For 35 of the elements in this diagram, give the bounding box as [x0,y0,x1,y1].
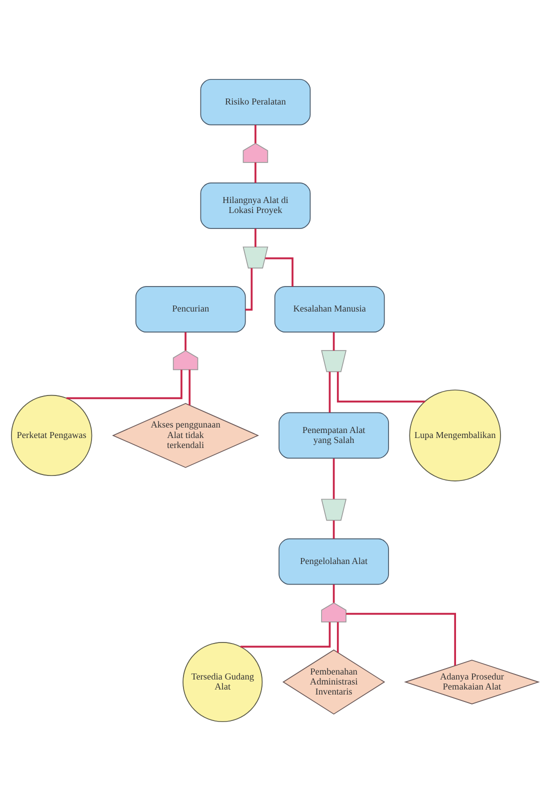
connector [332,584,335,602]
node-box: Pengelolahan Alat [278,538,389,584]
connector [240,622,331,648]
connector [336,622,339,652]
node-circle: Tersedia Gudang Alat [182,642,263,722]
node-gate [242,246,268,268]
connector [332,332,335,350]
node-diamond: Adanya Prosedur Pemakaian Alat [404,659,540,704]
connector [332,520,335,538]
node-circle: Lupa Mengembalikan [409,389,501,481]
connector [188,369,191,405]
node-gate [172,350,198,370]
connector [245,268,253,310]
node-circle: Perketat Pengawas [11,394,92,476]
node-gate [321,350,347,372]
connector [328,371,331,412]
node-box: Kesalahan Manusia [274,286,385,332]
node-diamond: Pembenahan Administrasi Inventaris [282,649,386,714]
node-box: Penempatan Alat yang Salah [278,412,389,458]
connector [346,612,456,666]
connector [184,332,186,350]
connector [336,371,425,402]
node-gate [321,602,346,622]
connector [66,369,182,399]
connector [332,458,335,498]
node-gate [242,142,268,162]
node-box: Pencurian [135,286,246,332]
connector [254,124,256,143]
connector [254,228,256,246]
node-gate [321,498,347,520]
node-diamond: Akses penggunaan Alat tidak terkendali [112,402,260,468]
node-box: Hilangnya Alat di Lokasi Proyek [200,182,311,228]
connector [265,256,294,286]
connector [254,162,256,182]
node-box: Risiko Peralatan [200,78,311,125]
